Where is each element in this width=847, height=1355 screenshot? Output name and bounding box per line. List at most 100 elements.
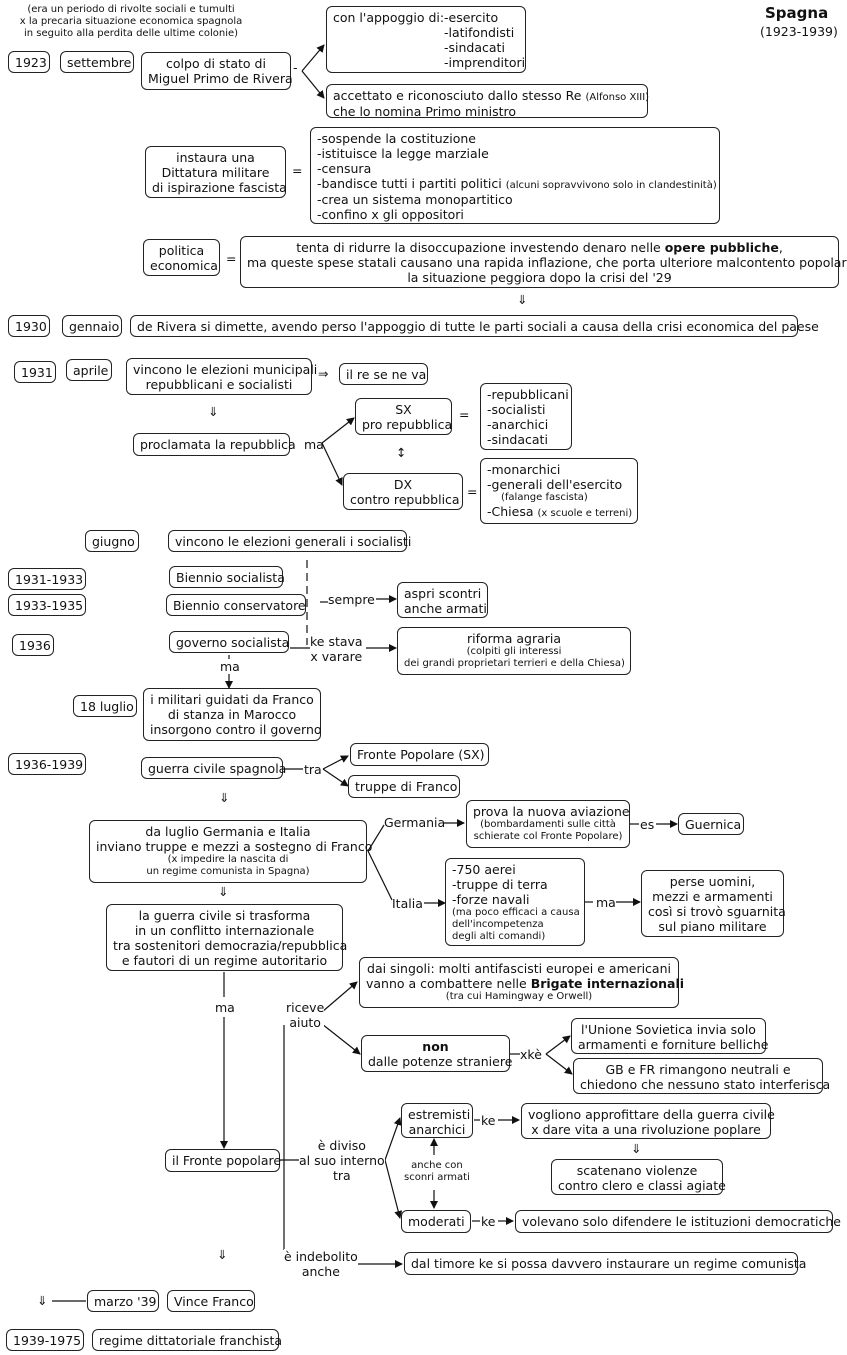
edge-label-es: es [640,817,655,832]
node-text: dalle potenze straniere [368,1054,513,1069]
node-text: riforma agraria [466,631,562,646]
node-text: GB e FR rimangono neutrali e [605,1062,791,1077]
node-text: -generali dell'esercito [487,477,623,492]
node-note: (x impedire la nascita di [167,854,289,865]
node-text: vogliono approfittare della guerra civil… [528,1107,775,1122]
node-guerra-civile: guerra civile spagnola [141,757,286,779]
date-aprile: aprile [66,359,112,381]
node-potenze-straniere: non dalle potenze straniere [361,1035,513,1072]
node-text: instaura una [176,150,255,165]
node-perse-uomini: perse uomini, mezzi e armamenti così si … [641,870,786,937]
page-years: (1923-1939) [760,24,838,39]
edge-label-xke: xkè [520,1047,542,1062]
node-text: -istituisce la legge marziale [317,146,489,161]
edge-text: al suo interno [299,1153,385,1168]
node-text-bold: non [422,1039,449,1054]
node-colpo-di-stato: colpo di stato di Miguel Primo de Rivera [141,52,293,90]
edge-text: riceve [286,1000,325,1015]
node-accettato: accettato e riconosciuto dallo stesso Re… [326,84,649,119]
date-1930: 1930 [8,315,50,337]
equals-sign: = [459,407,470,422]
node-text: contro repubblica [350,492,460,507]
node-sx-items: -repubblicani -socialisti -anarchici -si… [480,383,572,450]
arrow-right: ⇒ [318,366,329,381]
node-text: , [778,240,783,255]
arrow-down: ⇓ [217,1247,228,1262]
node-timore: dal timore ke si possa davvero instaurar… [404,1252,806,1275]
intro-line: in seguito alla perdita delle ultime col… [23,28,239,39]
node-text: i militari guidati da Franco [150,692,314,707]
node-text: prova la nuova aviazione [473,804,630,819]
node-governo-socialista: governo socialista [169,631,289,653]
node-vince-franco: Vince Franco [167,1290,255,1312]
node-text: -latifondisti [444,25,515,40]
date-1936: 1936 [12,634,54,656]
edge-text: aiuto [289,1015,321,1030]
node-text: con l'appoggio di: [333,10,445,25]
node-note: (bombardamenti sulle città [480,819,616,830]
node-text: anarchici [408,1122,466,1137]
edge-label-ke: ke [481,1113,496,1128]
node-fronte-popolare: il Fronte popolare [165,1149,281,1172]
edge-text: sconri armati [404,1172,470,1183]
edge-label-diviso: è diviso al suo interno tra [299,1138,385,1183]
node-conflitto-internazionale: la guerra civile si trasforma in un conf… [106,904,347,971]
arrow-down: ⇓ [37,1293,48,1308]
node-rivoluzione: vogliono approfittare della guerra civil… [521,1103,775,1139]
node-brigate: dai singoli: molti antifascisti europei … [359,957,684,1008]
node-riforma-agraria: riforma agraria (colpiti gli interessi d… [397,627,631,675]
node-aviazione: prova la nuova aviazione (bombardamenti … [466,800,630,848]
node-text: armamenti e forniture belliche [578,1037,769,1052]
node-text: -bandisce tutti i partiti politici [317,176,502,191]
node-text: perse uomini, [669,874,756,889]
equals-sign: = [292,163,303,178]
node-text: che lo nomina Primo ministro [333,104,517,119]
node-text: la situazione peggiora dopo la crisi del… [407,270,672,285]
node-text-bold: opere pubbliche [664,240,779,255]
edge-label-ma: ma [220,659,240,674]
node-moderati: moderati [401,1210,471,1233]
node-biennio-socialista: Biennio socialista [169,566,285,588]
node-text: repubblicani e socialisti [145,377,293,392]
node-italia-mezzi: -750 aerei -truppe di terra -forze naval… [445,858,585,946]
node-text: -monarchici [487,462,561,477]
edge-text: ke stava [310,634,363,649]
node-elezioni-generali: vincono le elezioni generali i socialist… [168,530,411,552]
equals-sign: = [226,251,237,266]
node-text: in un conflitto internazionale [134,923,315,938]
node-scontri: aspri scontri anche armati [397,582,488,618]
node-text: dai singoli: molti antifascisti europei … [367,961,671,976]
node-text: colpo di stato di [166,56,266,71]
node-text: -sindacati [487,432,548,447]
intro-line: x la precaria situazione economica spagn… [19,16,243,27]
node-text: -censura [317,161,372,176]
dash: - [293,60,298,75]
node-text: l'Unione Sovietica invia solo [581,1022,756,1037]
edge-label-ke-stava: ke stava x varare [310,634,363,664]
arrow-down: ⇓ [517,292,528,307]
node-text: -confino x gli oppositori [317,207,464,222]
node-text: inviano truppe e mezzi a sostegno di Fra… [96,839,373,854]
node-text: x dare vita a una rivoluzione poplare [531,1122,761,1137]
node-text: -repubblicani [487,387,569,402]
edge-label-tra: tra [304,762,322,777]
node-text: -esercito [444,10,499,25]
node-text: -socialisti [487,402,546,417]
node-text: politica [158,243,205,258]
node-text: Dittatura militare [161,165,270,180]
edge-label-anche-con: anche con sconri armati [404,1160,470,1184]
node-text: di ispirazione fascista [152,180,287,195]
node-violenze: scatenano violenze contro clero e classi… [551,1159,726,1195]
date-1923: 1923 [8,51,50,73]
node-text: ma queste spese statali causano una rapi… [247,255,847,270]
edge-label-ma: ma [596,895,616,910]
node-sx: SX pro repubblica [355,398,452,435]
node-note: schierate col Fronte Popolare) [473,831,623,842]
node-instaura: instaura una Dittatura militare di ispir… [145,146,287,198]
node-appoggio: con l'appoggio di: -esercito -latifondis… [326,6,526,73]
node-note: (x scuole e terreni) [537,508,633,519]
date-1931-1933: 1931-1933 [8,568,86,590]
node-note: (colpiti gli interessi [466,646,562,657]
node-text: DX [393,477,413,492]
